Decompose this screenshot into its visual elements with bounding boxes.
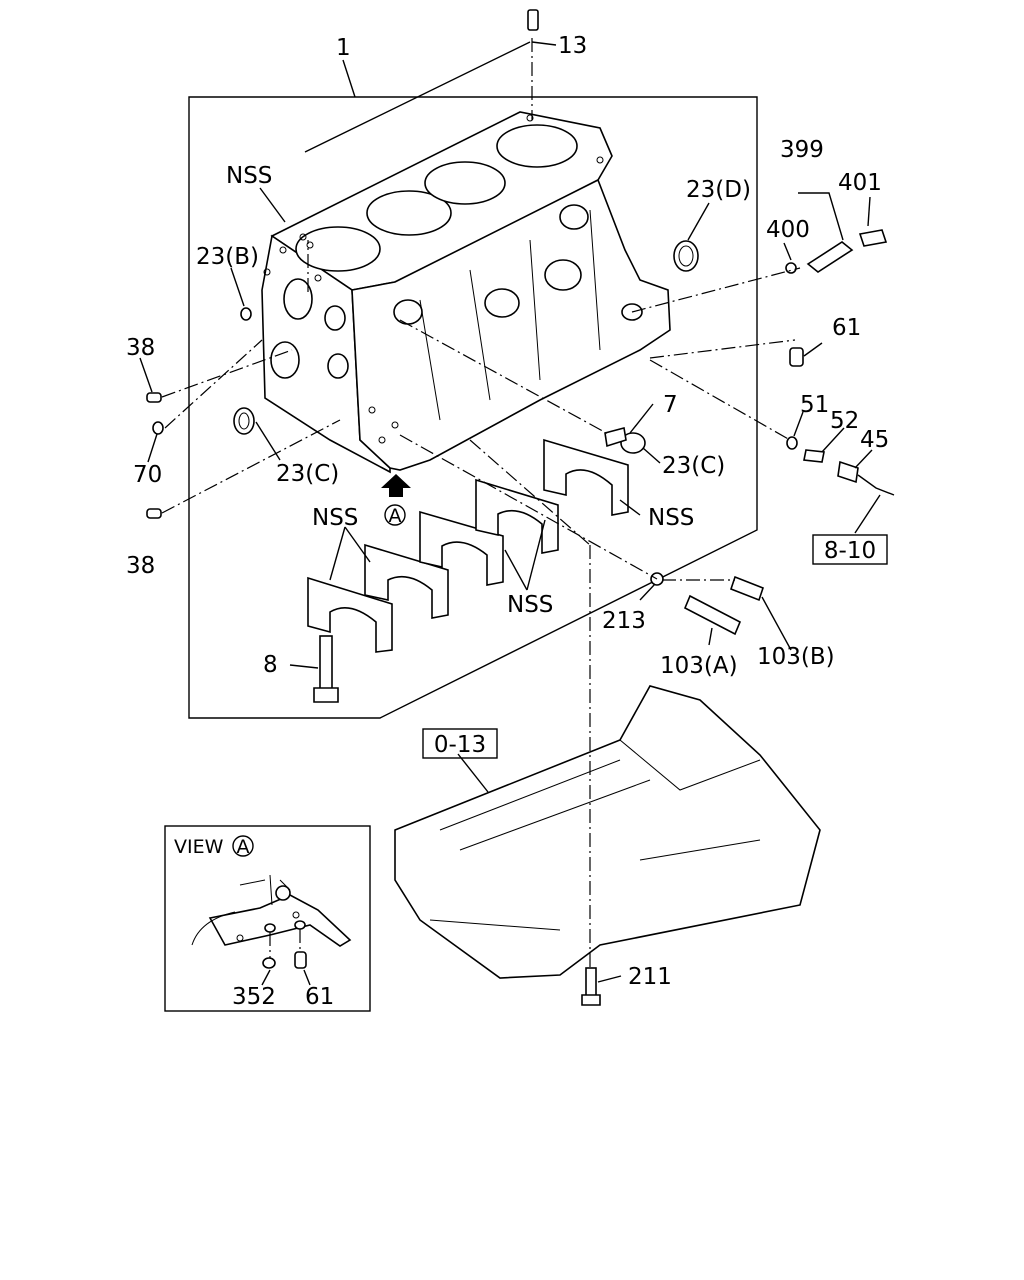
- bearing-cap-1[interactable]: [307, 576, 393, 653]
- callout-nss-left: NSS: [312, 505, 358, 531]
- callout-7: 7: [663, 392, 678, 418]
- callout-103b: 103(B): [757, 644, 835, 670]
- view-a-inset: VIEW A 352 61: [164, 825, 371, 1012]
- view-a-arrow-icon: [381, 474, 411, 497]
- callout-103a: 103(A): [660, 653, 738, 679]
- alignment-lines: [161, 38, 801, 970]
- oil-pan[interactable]: [394, 685, 821, 979]
- callout-70: 70: [133, 462, 162, 488]
- callout-23d: 23(D): [686, 177, 751, 203]
- adapter-52[interactable]: [803, 449, 825, 463]
- pin-61-top[interactable]: [789, 347, 804, 367]
- callout-38-bottom: 38: [126, 553, 155, 579]
- callout-labels: 1 13 NSS 23(B) 38 70 38 23(C) 23(D) 399 …: [126, 33, 889, 990]
- view-a-marker: A: [384, 504, 406, 527]
- ref-0-13-label: 0-13: [434, 732, 486, 758]
- callout-nss-bottom: NSS: [507, 592, 553, 618]
- view-inset-61: 61: [305, 984, 334, 1010]
- sensor-bracket-399[interactable]: [806, 241, 854, 273]
- seal-23d[interactable]: [673, 240, 699, 272]
- callout-13: 13: [558, 33, 587, 59]
- switch-45[interactable]: [837, 460, 895, 496]
- callout-nss-top: NSS: [226, 163, 272, 189]
- bolt-401[interactable]: [858, 229, 888, 247]
- callout-45: 45: [860, 427, 889, 453]
- cylinder-block[interactable]: [261, 111, 671, 474]
- connector-103b[interactable]: [730, 575, 764, 602]
- plug-70[interactable]: [152, 421, 164, 435]
- callout-213: 213: [602, 608, 646, 634]
- callout-52: 52: [830, 408, 859, 434]
- callout-211: 211: [628, 964, 672, 990]
- plug-38-bottom[interactable]: [146, 508, 162, 519]
- bearing-cap-2[interactable]: [364, 543, 449, 619]
- washer-51[interactable]: [786, 436, 798, 450]
- plug-7[interactable]: [604, 427, 627, 448]
- leader-lines: [139, 41, 881, 983]
- cap-bolt-8[interactable]: [313, 635, 339, 703]
- seal-23c-right[interactable]: [620, 432, 646, 454]
- callout-nss-right: NSS: [648, 505, 694, 531]
- assembly-frame: [188, 96, 758, 719]
- callout-23c-left: 23(C): [276, 461, 339, 487]
- dowel-13[interactable]: [527, 9, 539, 31]
- view-inset-title: VIEW: [174, 836, 224, 858]
- view-inset-352: 352: [232, 984, 276, 1010]
- ref-box-0-13[interactable]: 0-13: [422, 728, 498, 759]
- callout-61-top: 61: [832, 315, 861, 341]
- bearing-cap-5[interactable]: [543, 438, 629, 516]
- bolt-211[interactable]: [581, 967, 601, 1006]
- plug-23b[interactable]: [240, 307, 252, 321]
- callout-401: 401: [838, 170, 882, 196]
- connector-103a[interactable]: [683, 594, 742, 636]
- ref-8-10-label: 8-10: [824, 538, 876, 564]
- bearing-cap-4[interactable]: [475, 478, 559, 554]
- callout-399: 399: [780, 137, 824, 163]
- svg-text:A: A: [389, 505, 402, 527]
- ref-box-8-10[interactable]: 8-10: [812, 534, 888, 565]
- o-ring-400[interactable]: [785, 262, 797, 274]
- callout-400: 400: [766, 217, 810, 243]
- view-inset-marker: A: [237, 836, 250, 858]
- callout-8: 8: [263, 652, 278, 678]
- seal-23c-left[interactable]: [233, 407, 255, 435]
- callout-23c-right: 23(C): [662, 453, 725, 479]
- callout-38-top: 38: [126, 335, 155, 361]
- callout-1: 1: [336, 35, 351, 61]
- plug-38-top[interactable]: [146, 392, 162, 403]
- callout-51: 51: [800, 392, 829, 418]
- callout-23b: 23(B): [196, 244, 259, 270]
